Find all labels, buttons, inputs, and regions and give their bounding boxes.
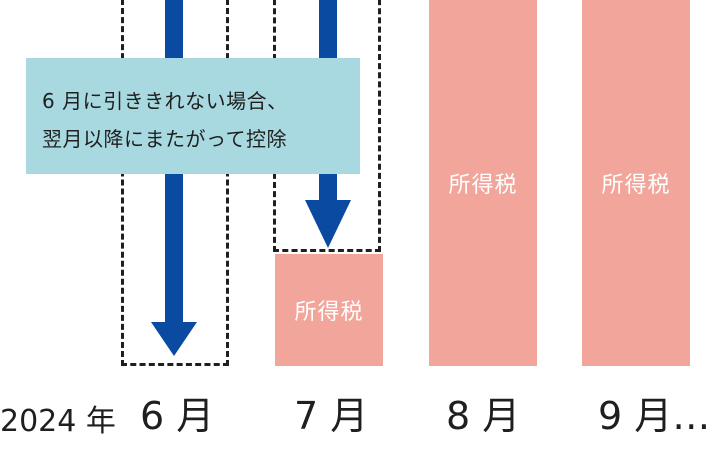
callout-line-2: 翌月以降にまたがって控除 (42, 127, 287, 151)
year-label: 2024 年 (0, 404, 116, 439)
month-label-june: 6 月 (140, 394, 215, 438)
callout-line-1: 6 月に引ききれない場合、 (42, 89, 288, 113)
dashed-box-june (121, 0, 229, 366)
tax-bar-label: 所得税 (448, 173, 518, 198)
month-label-september: 9 月… (598, 394, 711, 438)
tax-bar-september: 所得税 (582, 0, 690, 366)
tax-bar-july: 所得税 (275, 254, 383, 366)
callout-note: 6 月に引ききれない場合、 翌月以降にまたがって控除 (26, 58, 360, 174)
month-label-july: 7 月 (294, 394, 369, 438)
tax-bar-label: 所得税 (601, 173, 671, 198)
tax-bar-august: 所得税 (429, 0, 537, 366)
tax-bar-label: 所得税 (294, 300, 364, 325)
month-label-august: 8 月 (446, 394, 521, 438)
